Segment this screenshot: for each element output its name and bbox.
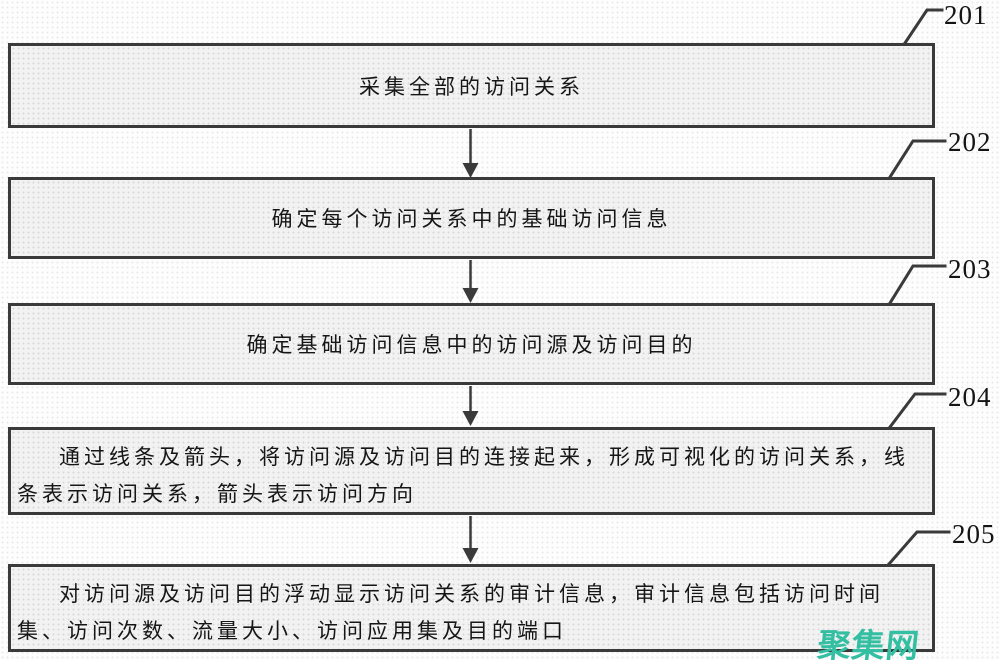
ref-label-203: 203 — [948, 254, 992, 284]
flow-step-determine-source-dest: 确定基础访问信息中的访问源及访问目的 — [8, 303, 935, 385]
leader-line-202 — [887, 139, 947, 180]
flow-step-collect-text: 采集全部的访问关系 — [359, 74, 584, 99]
arrow-head-1-2 — [462, 163, 479, 178]
flow-step-connect-lines-arrows-text: 通过线条及箭头，将访问源及访问目的连接起来，形成可视化的访问关系，线条表示访问关… — [17, 445, 909, 506]
flow-step-float-audit-info-text: 对访问源及访问目的浮动显示访问关系的审计信息，审计信息包括访问时间集、访问次数、… — [17, 582, 884, 643]
ref-label-204: 204 — [948, 382, 992, 412]
ref-label-201: 201 — [944, 0, 988, 30]
flow-step-determine-basic-info: 确定每个访问关系中的基础访问信息 — [8, 177, 935, 259]
ref-label-205: 205 — [952, 519, 996, 549]
leader-line-203 — [887, 264, 947, 306]
flow-step-float-audit-info: 对访问源及访问目的浮动显示访问关系的审计信息，审计信息包括访问时间集、访问次数、… — [8, 564, 935, 652]
flow-step-determine-basic-info-text: 确定每个访问关系中的基础访问信息 — [271, 207, 672, 231]
arrow-head-2-3 — [462, 288, 479, 303]
leader-line-205 — [886, 530, 951, 567]
leader-line-204 — [887, 392, 947, 430]
arrow-head-3-4 — [462, 411, 479, 426]
arrow-head-4-5 — [462, 548, 479, 563]
flow-step-determine-source-dest-text: 确定基础访问信息中的访问源及访问目的 — [246, 333, 697, 357]
leader-line-201 — [902, 8, 944, 46]
flow-step-connect-lines-arrows: 通过线条及箭头，将访问源及访问目的连接起来，形成可视化的访问关系，线条表示访问关… — [8, 427, 935, 515]
watermark: 聚集网 — [815, 626, 922, 660]
ref-label-202: 202 — [948, 127, 992, 157]
flow-step-collect: 采集全部的访问关系 — [8, 43, 935, 128]
